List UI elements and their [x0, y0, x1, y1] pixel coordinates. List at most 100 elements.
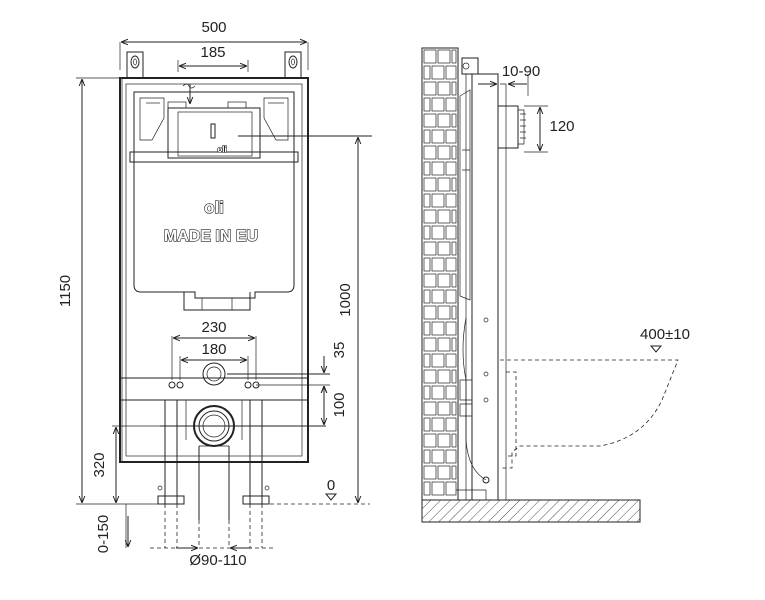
- brick: [445, 417, 457, 432]
- brick: [451, 145, 457, 160]
- brick: [445, 321, 457, 336]
- brick: [431, 289, 445, 304]
- brick: [431, 385, 445, 400]
- brick: [431, 449, 445, 464]
- dim-floor-adjust: 0-150: [95, 515, 112, 553]
- flush-plate: [177, 111, 253, 157]
- brick: [451, 337, 457, 352]
- brick: [437, 49, 451, 64]
- brick: [431, 193, 445, 208]
- brick: [423, 449, 431, 464]
- brick: [423, 305, 437, 320]
- brick: [423, 145, 437, 160]
- leg-left: [164, 399, 178, 505]
- flush-slot: [210, 123, 216, 139]
- dim-bolt-offset: 35: [331, 342, 348, 359]
- inlet-pipe: [202, 362, 226, 386]
- bolt-hole-2: [176, 381, 184, 389]
- dim-overall-width: 500: [201, 19, 226, 36]
- brick: [437, 145, 451, 160]
- brick: [423, 225, 431, 240]
- brick: [451, 113, 457, 128]
- brick: [451, 209, 457, 224]
- cistern-bottom-tab: [183, 292, 251, 311]
- projection-marker: [649, 345, 663, 353]
- brick: [423, 321, 431, 336]
- dim-bolt-spacing-outer: 230: [201, 319, 226, 336]
- bolt-hole-1: [168, 381, 176, 389]
- wall-bricks: [423, 49, 457, 496]
- dim-bolt-spacing-inner: 180: [201, 341, 226, 358]
- brick: [431, 321, 445, 336]
- brick: [431, 481, 445, 496]
- dim-inlet-height: 1000: [337, 283, 354, 316]
- brick: [445, 193, 457, 208]
- frame-side-rail: [471, 73, 499, 501]
- brick: [445, 289, 457, 304]
- brick: [445, 449, 457, 464]
- dim-inlet-size: 120: [549, 118, 574, 135]
- brick: [445, 385, 457, 400]
- brick: [423, 161, 431, 176]
- brick: [437, 113, 451, 128]
- brick: [451, 241, 457, 256]
- brick: [423, 49, 437, 64]
- brick: [431, 161, 445, 176]
- mounting-plate: [119, 377, 309, 401]
- brick: [423, 353, 431, 368]
- flush-plate-logo: oli: [217, 145, 226, 154]
- brick: [423, 417, 431, 432]
- brick: [423, 177, 437, 192]
- brick: [451, 433, 457, 448]
- brick: [437, 177, 451, 192]
- top-bracket-right: [284, 51, 302, 79]
- brick: [437, 305, 451, 320]
- cistern-ear-right: [263, 97, 289, 141]
- brick: [445, 65, 457, 80]
- brick: [451, 49, 457, 64]
- brick: [445, 353, 457, 368]
- foot-right: [242, 495, 270, 505]
- brick: [451, 465, 457, 480]
- brick: [423, 401, 437, 416]
- brick: [437, 273, 451, 288]
- brick: [423, 337, 437, 352]
- brick: [451, 273, 457, 288]
- cistern-ear-left: [139, 97, 165, 141]
- cistern-logo: oli: [204, 198, 224, 217]
- brick: [445, 257, 457, 272]
- top-bracket-left: [126, 51, 144, 79]
- toilet-bowl-outline: [500, 359, 679, 469]
- brick: [451, 369, 457, 384]
- brick: [431, 97, 445, 112]
- floor-section: [421, 499, 641, 523]
- brick: [451, 177, 457, 192]
- made-in-eu-label: MADE IN EU: [164, 228, 258, 245]
- brick: [445, 97, 457, 112]
- brick: [423, 97, 431, 112]
- brick: [423, 481, 431, 496]
- brick: [423, 369, 437, 384]
- brick: [431, 353, 445, 368]
- brick: [445, 481, 457, 496]
- brick: [431, 65, 445, 80]
- frame-outline: [119, 77, 309, 463]
- cistern-body: [133, 91, 295, 299]
- brick: [437, 209, 451, 224]
- dim-drain-diameter: Ø90-110: [189, 552, 246, 569]
- flush-plate-frame: [167, 107, 261, 159]
- brick: [423, 465, 437, 480]
- brick: [445, 225, 457, 240]
- drain-pipe: [198, 446, 230, 520]
- brick: [437, 433, 451, 448]
- dim-toilet-projection: 400±10: [640, 326, 690, 343]
- brick: [437, 401, 451, 416]
- dim-bolt-to-drain: 100: [331, 392, 348, 417]
- brick: [431, 417, 445, 432]
- brick: [423, 81, 437, 96]
- brick: [445, 129, 457, 144]
- brick: [423, 209, 437, 224]
- bolt-hole-3: [244, 381, 252, 389]
- dim-overall-height: 1150: [57, 275, 74, 307]
